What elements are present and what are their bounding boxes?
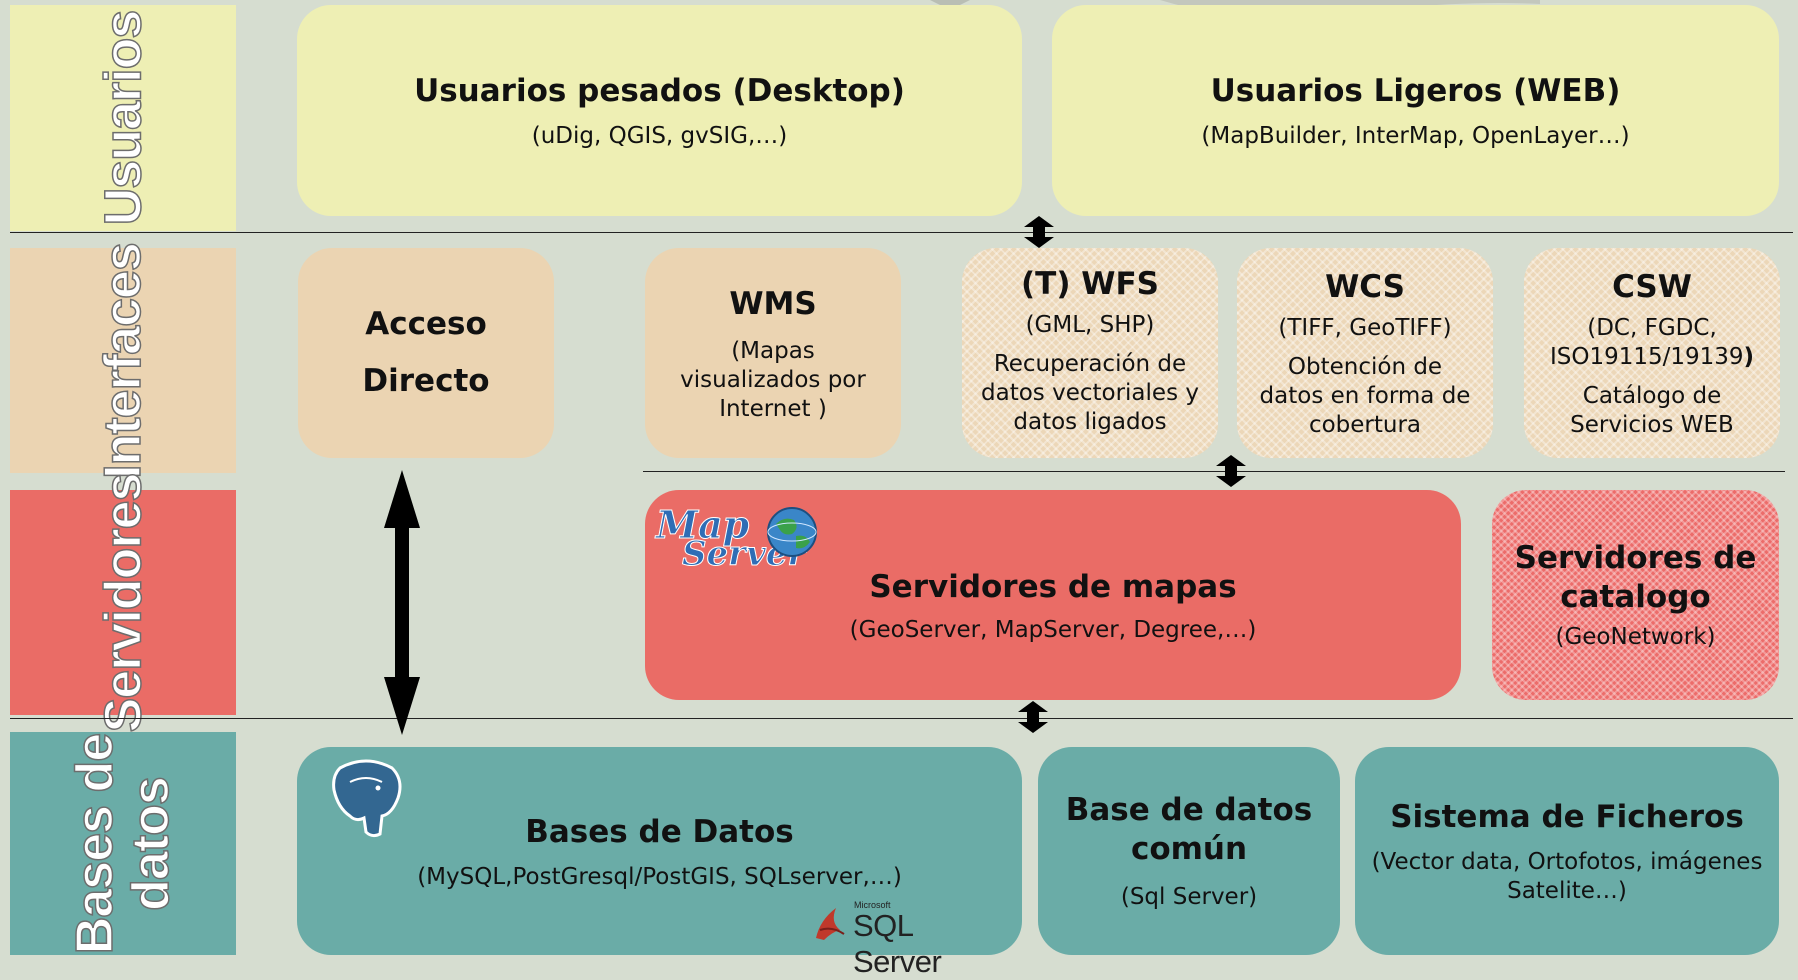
wms-box: WMS (Mapas visualizados por Internet ) (645, 248, 901, 458)
mapserver-logo-map: Map (655, 502, 750, 547)
csw-sub1-paren: ) (1743, 344, 1755, 370)
band-bases-de-datos: Bases de datos (10, 732, 236, 955)
bases-de-datos-box: Bases de Datos (MySQL,PostGresql/PostGIS… (297, 747, 1022, 955)
band-usuarios-label: Usuarios (93, 10, 153, 226)
csw-box: CSW (DC, FGDC, ISO19115/19139) Catálogo … (1524, 248, 1780, 458)
bases-de-datos-sub: (MySQL,PostGresql/PostGIS, SQLserver,…) (417, 863, 902, 890)
servidores-mapas-title: Servidores de mapas (869, 568, 1237, 605)
acceso-line1: Acceso (365, 306, 487, 342)
wcs-box: WCS (TIFF, GeoTIFF) Obtención de datos e… (1237, 248, 1493, 458)
base-datos-comun-title: Base de datos común (1065, 791, 1313, 867)
servidores-catalogo-sub: (GeoNetwork) (1555, 623, 1716, 650)
servidores-catalogo-box: Servidores de catalogo (GeoNetwork) (1492, 490, 1779, 700)
wfs-sub1: (GML, SHP) (1025, 312, 1155, 338)
sql-server-microsoft: Microsoft (854, 900, 891, 910)
separator-line (10, 232, 1793, 233)
usuarios-web-box: Usuarios Ligeros (WEB) (MapBuilder, Inte… (1052, 5, 1779, 216)
csw-sub1-text: (DC, FGDC, ISO19115/19139 (1549, 315, 1744, 370)
band-bases-line2: datos (121, 776, 181, 911)
wfs-sub2: Recuperación de datos vectoriales y dato… (981, 351, 1199, 435)
csw-sub1: (DC, FGDC, ISO19115/19139) (1540, 314, 1764, 372)
wcs-sub2: Obtención de datos en forma de cobertura (1259, 354, 1471, 438)
band-bases-de-datos-label: Bases de datos (65, 733, 181, 955)
sql-server-logo: Microsoft SQL Server (810, 896, 995, 979)
sistema-ficheros-sub: (Vector data, Ortofotos, imágenes Sateli… (1371, 849, 1763, 904)
double-arrow-icon (384, 470, 420, 735)
usuarios-desktop-sub: (uDig, QGIS, gvSIG,…) (531, 123, 788, 149)
wfs-title: (T) WFS (1021, 266, 1159, 302)
band-bases-line1: Bases de (65, 733, 125, 955)
separator-line (643, 471, 1785, 472)
usuarios-web-title: Usuarios Ligeros (WEB) (1210, 73, 1621, 109)
wcs-sub1: (TIFF, GeoTIFF) (1278, 315, 1452, 341)
band-servidores-label: Servidores (93, 472, 153, 732)
band-interfaces-label: Interfaces (93, 242, 153, 479)
sql-server-text: SQL Server (853, 908, 942, 979)
double-arrow-icon (1024, 216, 1054, 248)
base-datos-comun-box: Base de datos común (Sql Server) (1038, 747, 1340, 955)
postgresql-elephant-icon (332, 759, 402, 838)
csw-title: CSW (1612, 269, 1692, 305)
servidores-mapas-sub: (GeoServer, MapServer, Degree,…) (849, 616, 1257, 643)
wcs-title: WCS (1325, 269, 1405, 305)
mapserver-logo: Map Server (654, 502, 824, 576)
wfs-box: (T) WFS (GML, SHP) Recuperación de datos… (962, 248, 1218, 458)
sistema-ficheros-title: Sistema de Ficheros (1390, 799, 1744, 835)
usuarios-web-sub: (MapBuilder, InterMap, OpenLayer…) (1201, 123, 1630, 149)
sql-server-icon (816, 908, 845, 940)
wms-sub: (Mapas visualizados por Internet ) (680, 337, 866, 422)
wms-title: WMS (729, 285, 817, 322)
band-servidores: Servidores (10, 472, 236, 733)
globe-icon (767, 507, 817, 557)
band-interfaces: Interfaces (10, 242, 236, 479)
separator-line (10, 718, 1793, 719)
usuarios-desktop-title: Usuarios pesados (Desktop) (414, 73, 905, 109)
band-usuarios: Usuarios (10, 5, 236, 231)
double-arrow-icon (1018, 701, 1048, 733)
servidores-catalogo-title: Servidores de catalogo (1514, 539, 1757, 615)
sistema-ficheros-box: Sistema de Ficheros (Vector data, Ortofo… (1355, 747, 1779, 955)
base-datos-comun-sub: (Sql Server) (1120, 883, 1258, 910)
csw-sub2: Catálogo de Servicios WEB (1570, 383, 1734, 438)
acceso-directo-box: Acceso Directo (298, 248, 554, 458)
bases-de-datos-title: Bases de Datos (525, 813, 794, 850)
acceso-line2: Directo (362, 363, 490, 399)
usuarios-desktop-box: Usuarios pesados (Desktop) (uDig, QGIS, … (297, 5, 1022, 216)
double-arrow-icon (1216, 455, 1246, 487)
